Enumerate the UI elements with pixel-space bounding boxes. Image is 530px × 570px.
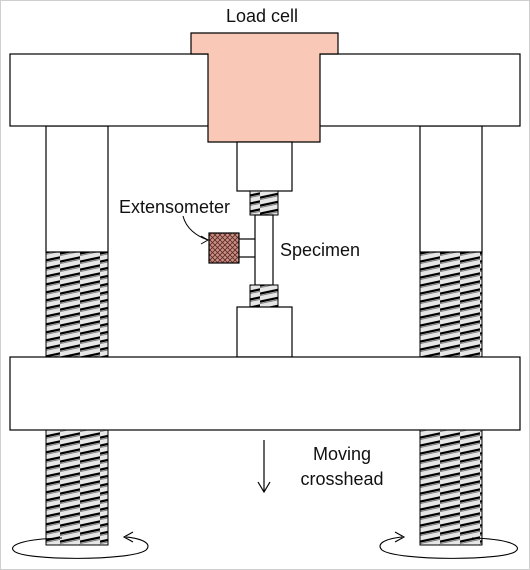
extensometer-body (208, 232, 240, 264)
right-rotation-arrow (379, 531, 518, 559)
extensometer (208, 232, 255, 264)
moving-crosshead (9, 356, 521, 431)
label-extensometer: Extensometer (119, 197, 230, 217)
label-crosshead: crosshead (300, 469, 383, 489)
lower-grip (236, 306, 293, 358)
extensometer-leader-line (182, 215, 209, 241)
right-column (419, 125, 483, 253)
label-specimen: Specimen (280, 240, 360, 260)
upper-grip (236, 141, 293, 192)
down-arrow-icon (257, 440, 271, 494)
specimen-upper-thread (249, 190, 279, 216)
specimen-lower-thread (249, 284, 279, 308)
specimen-gauge-section (254, 214, 274, 286)
left-column (45, 125, 109, 253)
label-moving: Moving (313, 444, 371, 464)
label-load-cell: Load cell (226, 6, 298, 26)
load-cell (190, 32, 339, 143)
left-rotation-arrow (12, 531, 149, 559)
extensometer-leader-arrowhead (200, 235, 210, 245)
